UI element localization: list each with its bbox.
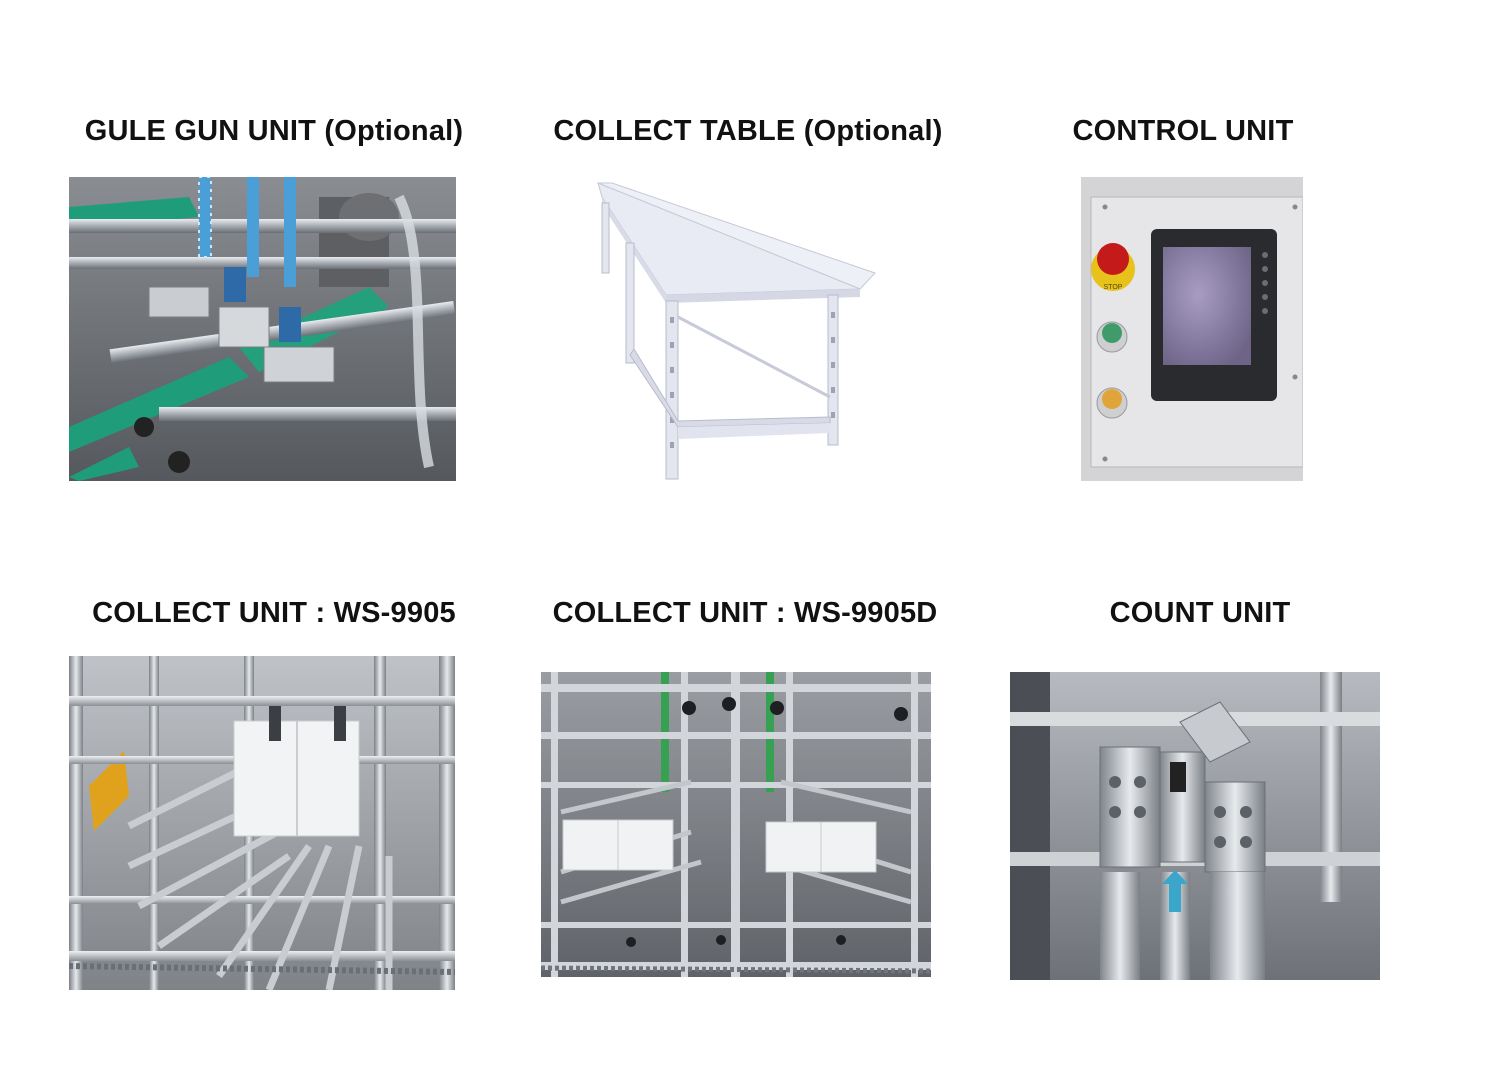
count-unit-photo [1010, 672, 1380, 980]
count-unit-title: COUNT UNIT [1109, 597, 1291, 629]
collect-table-title: COLLECT TABLE (Optional) [553, 115, 943, 147]
stop-label: STOP [1104, 284, 1123, 291]
glue-gun-unit-title: GULE GUN UNIT (Optional) [84, 115, 464, 147]
collect-unit-ws9905-photo [69, 656, 455, 990]
control-unit-title: CONTROL UNIT [1072, 115, 1294, 147]
collect-unit-ws9905d-title: COLLECT UNIT : WS-9905D [552, 597, 938, 629]
collect-unit-ws9905d-photo [541, 672, 931, 977]
glue-gun-unit-photo [69, 177, 456, 481]
collect-unit-ws9905-title: COLLECT UNIT : WS-9905 [92, 597, 456, 629]
control-unit-photo: STOP [1081, 177, 1303, 481]
collect-table-photo [590, 177, 876, 481]
